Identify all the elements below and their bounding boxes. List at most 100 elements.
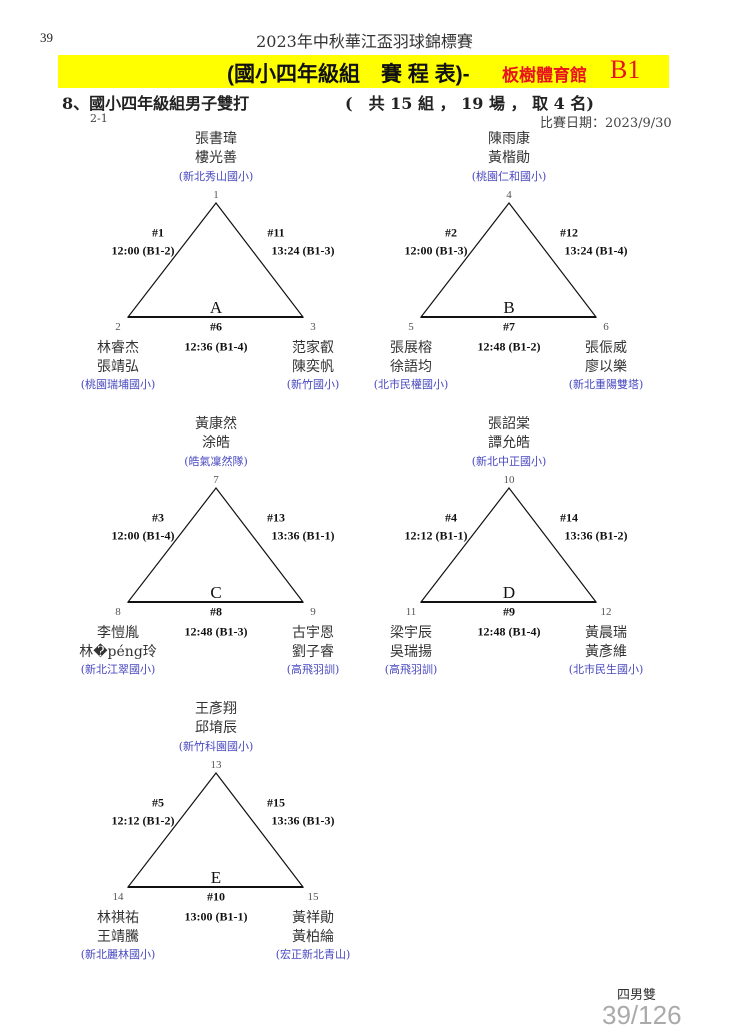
group-triangle bbox=[126, 772, 305, 888]
left-school: (桃園瑞埔國小) bbox=[80, 378, 156, 391]
left-player-1: 張展榕 bbox=[390, 340, 432, 356]
right-player-1: 黃晨瑞 bbox=[585, 625, 627, 641]
left-school: (北市民權國小) bbox=[373, 378, 449, 391]
right-seed-number: 6 bbox=[603, 321, 609, 333]
right-player-2: 黃柏綸 bbox=[292, 929, 334, 945]
top-seed-number: 1 bbox=[213, 189, 219, 201]
left-player-1: 李愷胤 bbox=[97, 625, 139, 641]
top-school: (新北中正國小) bbox=[471, 455, 547, 468]
left-match-number: #4 bbox=[445, 510, 457, 525]
left-seed-number: 5 bbox=[408, 321, 414, 333]
top-seed-number: 7 bbox=[213, 474, 219, 486]
group-e: 王彥翔邱堉辰 (新竹科園國小) 13 #5 12:12 (B1-2) #15 13:36 (… bbox=[81, 698, 351, 1018]
right-player-1: 黃祥勛 bbox=[292, 910, 334, 926]
right-player-1: 張侲威 bbox=[585, 340, 627, 356]
event-summary: ( 共 15 組 ， 19 場 ， 取 4 名) bbox=[345, 94, 594, 113]
right-match-number: #11 bbox=[267, 225, 285, 240]
group-letter: A bbox=[209, 298, 223, 317]
top-player-1: 王彥翔 bbox=[195, 701, 237, 717]
left-seed-number: 2 bbox=[115, 321, 121, 333]
right-school: (宏正新北青山) bbox=[275, 948, 351, 961]
right-seed-number: 3 bbox=[310, 321, 316, 333]
left-player-2: 徐語均 bbox=[390, 359, 432, 375]
top-seed-number: 10 bbox=[503, 474, 515, 486]
top-player-2: 黃楷勛 bbox=[488, 150, 530, 166]
document-title: 2023年中秋華江盃羽球錦標賽 bbox=[256, 32, 473, 51]
left-player-1: 梁宇辰 bbox=[390, 625, 432, 641]
right-match-number: #12 bbox=[560, 225, 578, 240]
left-match-number: #2 bbox=[445, 225, 457, 240]
group-a: 張書瑋樓光善 (新北秀山國小) 1 #1 12:00 (B1-2) #11 13:24 (B… bbox=[81, 128, 346, 448]
bottom-match-time: 12:48 (B1-4) bbox=[477, 624, 541, 639]
right-player-2: 劉子睿 bbox=[292, 644, 334, 660]
group-letter: E bbox=[210, 868, 222, 887]
left-match-number: #3 bbox=[152, 510, 164, 525]
banner-title: (國小四年級組 賽 程 表)- bbox=[227, 63, 470, 86]
right-match-time: 13:36 (B1-1) bbox=[271, 528, 335, 543]
banner-court: B1 bbox=[610, 55, 641, 84]
bottom-match-time: 12:48 (B1-3) bbox=[184, 624, 248, 639]
left-match-time: 12:12 (B1-1) bbox=[404, 528, 468, 543]
right-player-2: 廖以樂 bbox=[585, 359, 627, 375]
left-player-2: 吳瑞揚 bbox=[390, 644, 432, 660]
left-seed-number: 8 bbox=[115, 606, 121, 618]
right-match-time: 13:24 (B1-4) bbox=[564, 243, 628, 258]
bottom-match-number: #8 bbox=[210, 604, 222, 619]
right-match-time: 13:36 (B1-3) bbox=[271, 813, 335, 828]
right-school: (高飛羽訓) bbox=[286, 663, 340, 676]
left-match-number: #1 bbox=[152, 225, 164, 240]
left-player-2: 林�péng玲 bbox=[79, 644, 157, 660]
top-seed-number: 4 bbox=[506, 189, 512, 201]
right-player-1: 范家叡 bbox=[292, 340, 334, 356]
left-player-2: 張靖弘 bbox=[97, 359, 139, 375]
right-match-number: #14 bbox=[560, 510, 578, 525]
right-school: (北市民生國小) bbox=[568, 663, 644, 676]
top-player-2: 譚允皓 bbox=[488, 435, 530, 451]
left-match-number: #5 bbox=[152, 795, 164, 810]
left-match-time: 12:00 (B1-3) bbox=[404, 243, 468, 258]
left-match-time: 12:00 (B1-4) bbox=[111, 528, 175, 543]
top-player-2: 樓光善 bbox=[195, 150, 237, 166]
top-player-1: 張書瑋 bbox=[195, 131, 237, 147]
schedule-banner bbox=[58, 55, 669, 88]
bottom-match-number: #6 bbox=[210, 319, 222, 334]
top-player-2: 涂皓 bbox=[202, 435, 230, 451]
right-match-number: #15 bbox=[267, 795, 285, 810]
top-player-1: 張詔棠 bbox=[488, 416, 530, 432]
top-school: (新北秀山國小) bbox=[178, 170, 254, 183]
bottom-match-number: #9 bbox=[503, 604, 515, 619]
group-c: 黃康然涂皓 (皓氣凜然隊) 7 #3 12:00 (B1-4) #13 13:36 (B1-… bbox=[79, 413, 346, 733]
banner-venue: 板樹體育館 bbox=[502, 66, 587, 86]
group-letter: C bbox=[210, 583, 222, 602]
event-title: 8、國小四年級組男子雙打 bbox=[62, 94, 250, 113]
group-triangle bbox=[126, 202, 305, 318]
bottom-match-time: 13:00 (B1-1) bbox=[184, 909, 248, 924]
right-player-2: 陳奕帆 bbox=[292, 359, 334, 375]
top-seed-number: 13 bbox=[210, 759, 222, 771]
match-date: 比賽日期：2023/9/30 bbox=[540, 116, 672, 131]
group-d: 張詔棠譚允皓 (新北中正國小) 10 #4 12:12 (B1-1) #14 13:36 (… bbox=[379, 413, 644, 733]
right-player-2: 黃彥維 bbox=[585, 644, 627, 660]
right-player-1: 古宇恩 bbox=[292, 625, 334, 641]
top-player-1: 黃康然 bbox=[195, 416, 237, 432]
right-match-time: 13:36 (B1-2) bbox=[564, 528, 628, 543]
bottom-match-time: 12:48 (B1-2) bbox=[477, 339, 541, 354]
left-player-1: 林祺祐 bbox=[97, 910, 139, 926]
left-match-time: 12:00 (B1-2) bbox=[111, 243, 175, 258]
left-seed-number: 14 bbox=[112, 891, 124, 903]
left-match-time: 12:12 (B1-2) bbox=[111, 813, 175, 828]
right-seed-number: 12 bbox=[600, 606, 612, 618]
page-number: 39 bbox=[40, 30, 53, 45]
group-triangle bbox=[419, 487, 598, 603]
top-school: (新竹科園國小) bbox=[178, 740, 254, 753]
page-code: 2-1 bbox=[90, 112, 108, 125]
top-school: (皓氣凜然隊) bbox=[184, 455, 248, 468]
footer-label: 四男雙 bbox=[617, 988, 657, 1003]
bottom-match-time: 12:36 (B1-4) bbox=[184, 339, 248, 354]
right-match-number: #13 bbox=[267, 510, 285, 525]
top-player-2: 邱堉辰 bbox=[195, 720, 237, 736]
right-seed-number: 15 bbox=[307, 891, 319, 903]
right-match-time: 13:24 (B1-3) bbox=[271, 243, 335, 258]
left-seed-number: 11 bbox=[405, 606, 417, 618]
